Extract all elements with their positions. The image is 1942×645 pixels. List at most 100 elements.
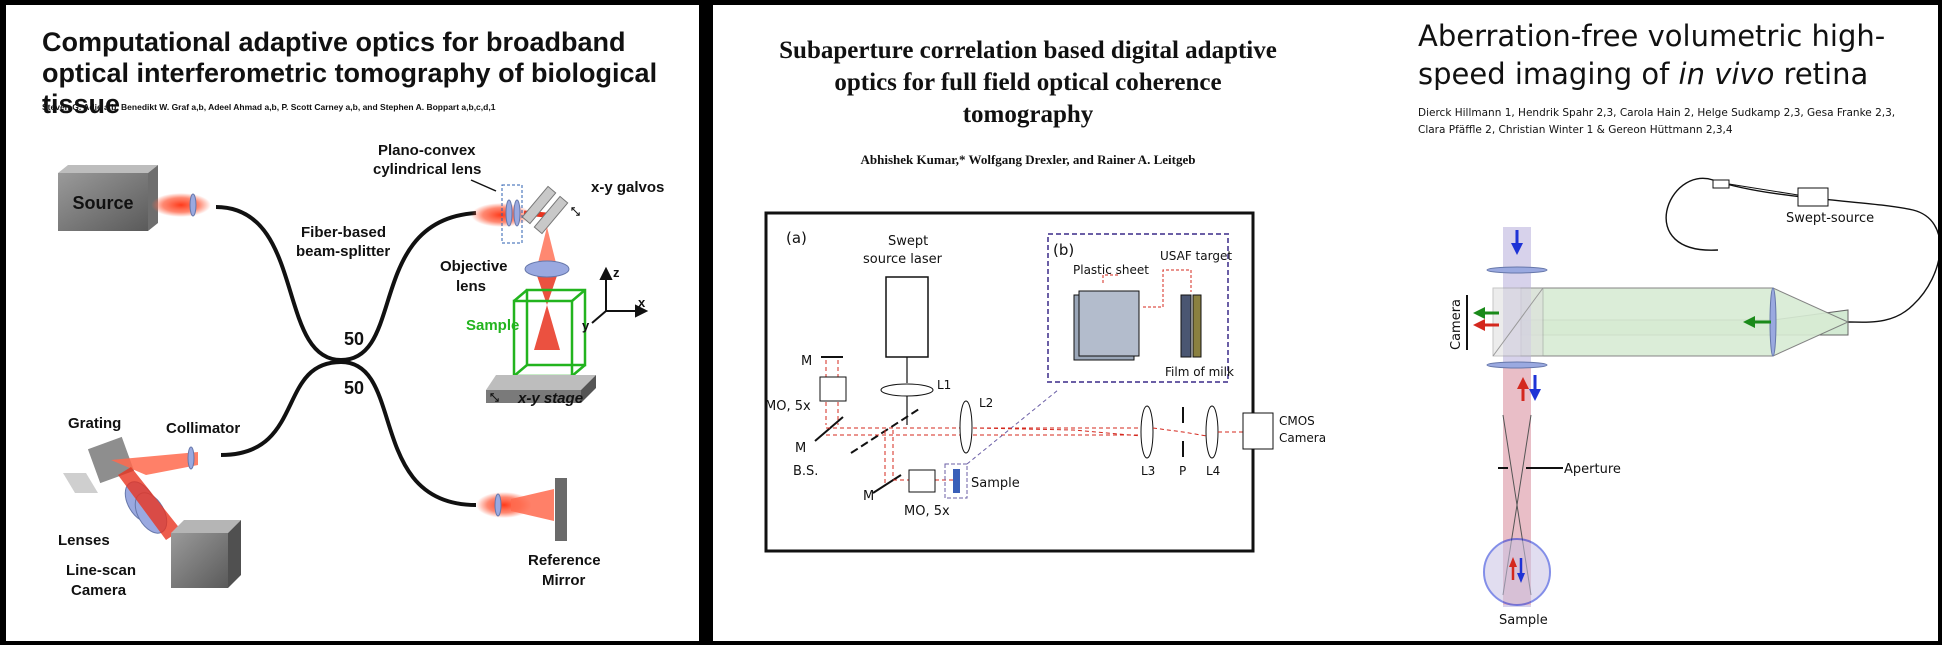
beam-cone — [534, 305, 560, 350]
blue-arrow-icon — [1517, 573, 1525, 583]
reference-mirror — [555, 478, 567, 541]
left-figure-panel: Computational adaptive optics for broadb… — [6, 5, 699, 641]
lens-l2 — [959, 400, 973, 454]
left-authors: Steven G. Adie a,b, Benedikt W. Graf a,b… — [42, 102, 496, 112]
plastic-label: Plastic sheet — [1073, 263, 1149, 277]
mo-top-box — [819, 376, 847, 402]
label-a: (a) — [786, 229, 807, 247]
mo-top-label: MO, 5x — [765, 399, 811, 414]
usaf-target — [1180, 294, 1192, 358]
camera-label: Camera — [1449, 299, 1464, 350]
l1-label: L1 — [937, 378, 951, 392]
lens-l1 — [880, 383, 934, 397]
green-arrow-icon — [1743, 316, 1755, 328]
beam-line — [1143, 269, 1192, 308]
swept-source-box — [1797, 187, 1829, 207]
fiber-line — [1728, 183, 1799, 196]
green-arrow-icon — [1473, 307, 1485, 319]
grating-label: Grating — [68, 415, 121, 432]
galvo-arrows-icon: ⤡ — [571, 206, 580, 218]
stage-arrows-icon: ⤡ — [490, 392, 499, 404]
objective-lens-icon — [524, 260, 570, 278]
sample-label: Sample — [466, 317, 519, 334]
ratio-top: 50 — [344, 329, 364, 349]
lens-l4 — [1205, 405, 1219, 459]
camera-box — [1242, 412, 1274, 450]
ratio-bottom: 50 — [344, 378, 364, 398]
connector — [1712, 179, 1730, 189]
lens-icon — [494, 493, 502, 517]
right-title-line2a: speed imaging of — [1418, 57, 1679, 91]
beam-line — [972, 427, 1154, 438]
galvo-mirror — [521, 185, 557, 225]
right-title-line2c: retina — [1774, 57, 1869, 91]
dashed-box — [501, 184, 523, 244]
l3-label: L3 — [1141, 464, 1155, 478]
middle-title: Subaperture correlation based digital ad… — [779, 37, 1277, 128]
sample-cube — [512, 288, 587, 378]
lens-l3 — [1140, 405, 1154, 459]
mirror-line — [872, 474, 902, 494]
objective-label-2: lens — [456, 278, 486, 295]
sample-slab — [953, 469, 960, 493]
blue-arrow-icon — [1511, 243, 1523, 255]
label-b: (b) — [1053, 241, 1074, 259]
lens-icon — [189, 193, 197, 217]
red-arrow-icon — [1517, 377, 1529, 389]
fiber-label-1: Fiber-based — [301, 224, 386, 241]
red-arrow-icon — [1509, 557, 1517, 567]
axis-y-label: y — [582, 318, 590, 333]
film-label: Film of milk — [1165, 365, 1234, 379]
plastic-sheet — [1078, 290, 1140, 357]
eye-sample — [1483, 538, 1551, 606]
fiber-line — [1665, 177, 1938, 323]
lens-icon — [1486, 361, 1548, 369]
fiber-label-2: beam-splitter — [296, 243, 390, 260]
lens-icon — [505, 199, 513, 227]
beam-cone — [511, 489, 554, 521]
zoom-pointer — [966, 389, 1059, 465]
swept-label-1: Swept — [888, 234, 928, 249]
lens-icon — [1486, 266, 1548, 274]
galvos-label: x-y galvos — [591, 179, 664, 196]
beamsplitter-diagonal — [1492, 287, 1544, 357]
reference-label-1: Reference — [528, 552, 601, 569]
axis-z-label: z — [613, 265, 620, 280]
red-arrow-icon — [1473, 319, 1485, 331]
beam-cone — [537, 227, 557, 267]
linescan-label-2: Camera — [71, 582, 127, 599]
axis-x-label: x — [638, 295, 646, 310]
collimator-label: Collimator — [166, 420, 240, 437]
mirror-line — [814, 416, 844, 442]
cmos-label-2: Camera — [1279, 431, 1326, 445]
plano-convex-label-2: cylindrical lens — [373, 161, 481, 178]
xy-stage — [486, 375, 596, 403]
sample-label-right: Sample — [1499, 613, 1548, 628]
right-authors-line2: Clara Pfäffle 2, Christian Winter 1 & Ge… — [1418, 124, 1733, 136]
p-label: P — [1179, 464, 1186, 478]
bs-label: B.S. — [793, 464, 818, 479]
cmos-label-1: CMOS — [1279, 414, 1315, 428]
right-authors: Dierck Hillmann 1, Hendrik Spahr 2,3, Ca… — [1418, 105, 1928, 139]
source-box: Source — [58, 165, 158, 231]
l4-label: L4 — [1206, 464, 1220, 478]
objective-label-1: Objective — [440, 258, 508, 275]
plano-convex-label-1: Plano-convex — [378, 142, 476, 159]
l2-label: L2 — [979, 396, 993, 410]
usaf-label: USAF target — [1160, 249, 1232, 263]
lenses-label: Lenses — [58, 532, 110, 549]
right-title-line2b: in vivo — [1678, 57, 1775, 91]
fiber-splitter — [215, 205, 477, 507]
source-label: Source — [72, 193, 133, 213]
linescan-label-1: Line-scan — [66, 562, 136, 579]
beam-line — [1152, 427, 1214, 438]
oct-setup-diagram: Source Fiber-based beam-splitter 50 50 P… — [58, 142, 664, 599]
beam-line — [1102, 274, 1118, 283]
stage-label: x-y stage — [517, 390, 583, 407]
usaf-target — [1192, 294, 1202, 358]
axes-icon — [591, 266, 649, 324]
reference-label-2: Mirror — [542, 572, 586, 589]
sample-dashed-box — [944, 463, 968, 499]
right-title-line1: Aberration-free volumetric high- — [1418, 19, 1886, 53]
collimator-lens-icon — [187, 446, 195, 470]
